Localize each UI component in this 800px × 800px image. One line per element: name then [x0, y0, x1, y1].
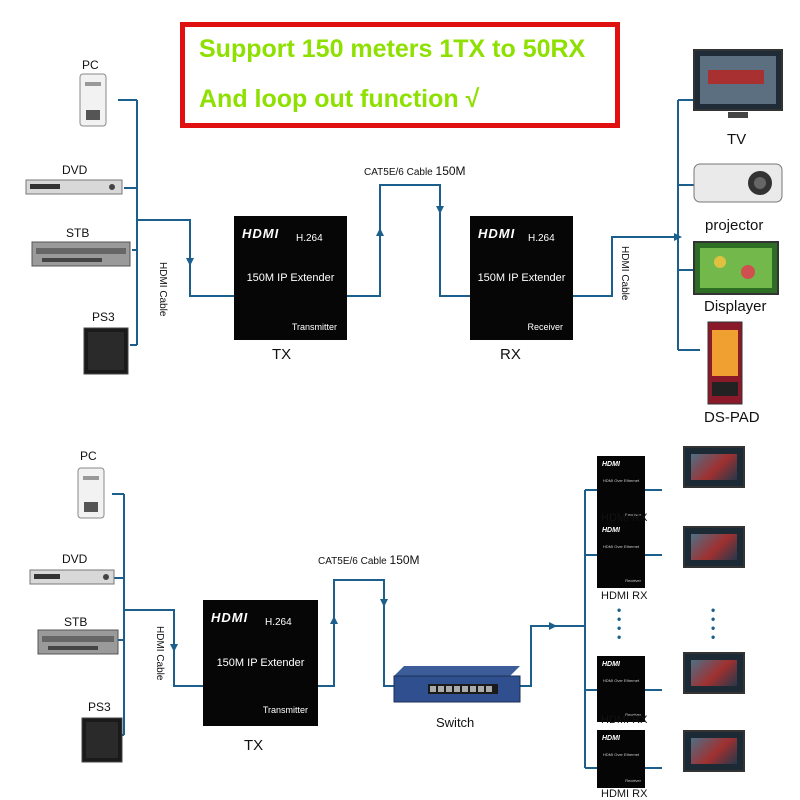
- bottom-tx-title: 150M IP Extender: [216, 657, 305, 669]
- bottom-tx-caption: TX: [244, 737, 264, 754]
- top-tx-out: [347, 228, 384, 297]
- bottom-tx-role: Transmitter: [262, 705, 308, 715]
- mini-role: Receiver: [625, 778, 641, 783]
- bottom-cable-length: 150M: [389, 553, 420, 567]
- top-rx-role: Receiver: [527, 322, 563, 332]
- top-source-label-pc: PC: [82, 58, 99, 72]
- top-tx-title: 150M IP Extender: [246, 272, 335, 284]
- bottom-tv-icon-4: [683, 730, 745, 772]
- mini-text: HDMI Over Ethernet: [602, 544, 640, 549]
- top-tx-role: Transmitter: [291, 322, 337, 332]
- mini-logo: HDMI: [602, 527, 620, 534]
- top-displayer-icon: [693, 241, 779, 295]
- mini-text: HDMI Over Ethernet: [602, 752, 640, 757]
- top-rx-codec: H.264: [528, 233, 555, 244]
- mini-text: HDMI Over Ethernet: [602, 478, 640, 483]
- mini-logo: HDMI: [602, 735, 620, 742]
- bottom-tv-icon-1: [683, 446, 745, 488]
- mini-role: Receiver: [625, 578, 641, 583]
- top-pc-icon: [79, 73, 107, 127]
- top-cable-label: CAT5E/6 Cable 150M: [364, 164, 466, 178]
- bottom-rx-label-2: HDMI RX: [601, 590, 648, 602]
- top-tx-codec: H.264: [296, 233, 323, 244]
- top-tv-icon: [693, 49, 783, 118]
- bottom-rx-unit-1: HDMI HDMI Over Ethernet Receiver: [597, 456, 645, 522]
- bottom-cable-label: CAT5E/6 Cable 150M: [318, 553, 420, 567]
- bottom-ps3-icon: [81, 717, 123, 763]
- bottom-transmitter: HDMI H.264 150M IP Extender Transmitter: [203, 600, 318, 726]
- top-bus-to-arrow: [137, 219, 194, 266]
- top-projector-icon: [693, 163, 783, 203]
- top-dvd-icon: [25, 179, 123, 195]
- bottom-tx-out: [318, 616, 338, 687]
- bottom-dvd-icon: [29, 569, 115, 585]
- top-ps3-icon: [83, 327, 129, 375]
- top-cable-down: [439, 210, 470, 297]
- mini-role: Receiver: [625, 712, 641, 717]
- bottom-rx-unit-3: HDMI HDMI Over Ethernet Receiver: [597, 656, 645, 722]
- mini-text: HDMI Over Ethernet: [602, 678, 640, 683]
- bottom-stb-icon: [37, 629, 119, 655]
- bottom-cable-down: [383, 603, 394, 687]
- top-hdmi-cable-right: HDMI Cable: [619, 246, 630, 301]
- bottom-tv-ellipsis: ••••: [711, 603, 716, 644]
- bottom-source-label-stb: STB: [64, 615, 88, 629]
- bottom-tx-codec: H.264: [265, 617, 292, 628]
- top-receiver: HDMI H.264 150M IP Extender Receiver: [470, 216, 573, 340]
- bottom-rx-label-3: HDMI RX: [601, 714, 648, 726]
- headline-banner: Support 150 meters 1TX to 50RX And loop …: [180, 22, 620, 128]
- top-tx-caption: TX: [272, 346, 292, 363]
- bottom-source-label-ps3: PS3: [88, 700, 111, 714]
- bottom-cable-up: [333, 579, 388, 620]
- headline-line-2: And loop out function √: [199, 85, 480, 113]
- mini-role: Receiver: [625, 512, 641, 517]
- switch-device: [393, 666, 521, 703]
- bottom-bus-to-arrow: [124, 609, 178, 652]
- top-hdmi-cable-left: HDMI Cable: [157, 262, 168, 317]
- bottom-hdmi-cable: HDMI Cable: [154, 626, 165, 681]
- bottom-source-label-pc: PC: [80, 449, 97, 463]
- mini-logo: HDMI: [602, 661, 620, 668]
- top-cable-up: [379, 184, 444, 232]
- top-cable-length: 150M: [435, 164, 466, 178]
- mini-logo: HDMI: [602, 461, 620, 468]
- display-label-projector: projector: [705, 217, 764, 234]
- top-source-label-stb: STB: [66, 226, 90, 240]
- bottom-tx-logo: HDMI: [211, 610, 249, 625]
- bottom-tv-icon-2: [683, 526, 745, 568]
- bottom-rx-unit-2: HDMI HDMI Over Ethernet Receiver: [597, 522, 645, 588]
- bottom-rx-ellipsis: ••••: [617, 603, 622, 644]
- top-rx-title: 150M IP Extender: [477, 272, 566, 284]
- bottom-source-label-dvd: DVD: [62, 552, 88, 566]
- top-cable-type: CAT5E/6 Cable: [364, 167, 433, 178]
- bottom-rx-unit-4: HDMI HDMI Over Ethernet Receiver: [597, 730, 645, 788]
- top-rx-caption: RX: [500, 346, 521, 363]
- top-stb-icon: [31, 241, 131, 267]
- display-label-displayer: Displayer: [704, 298, 767, 315]
- top-bus-to-tx: [189, 262, 234, 297]
- top-tx-logo: HDMI: [242, 226, 280, 241]
- bottom-bus-to-tx: [173, 648, 203, 687]
- bottom-rx-label-1: HDMI RX: [601, 512, 648, 524]
- switch-label: Switch: [436, 715, 475, 730]
- top-dspad-icon: [707, 321, 743, 405]
- top-rx-out: [573, 236, 640, 297]
- top-source-label-ps3: PS3: [92, 310, 115, 324]
- display-label-ds-pad: DS-PAD: [704, 409, 760, 426]
- top-rx-logo: HDMI: [478, 226, 516, 241]
- top-source-label-dvd: DVD: [62, 163, 88, 177]
- bottom-switch-out: [520, 625, 553, 687]
- bottom-rx-label-4: HDMI RX: [601, 788, 648, 800]
- headline-line-1: Support 150 meters 1TX to 50RX: [199, 35, 586, 63]
- display-label-tv: TV: [727, 131, 747, 148]
- bottom-cable-type: CAT5E/6 Cable: [318, 556, 387, 567]
- bottom-tv-icon-3: [683, 652, 745, 694]
- top-transmitter: HDMI H.264 150M IP Extender Transmitter: [234, 216, 347, 340]
- bottom-pc-icon: [77, 467, 105, 519]
